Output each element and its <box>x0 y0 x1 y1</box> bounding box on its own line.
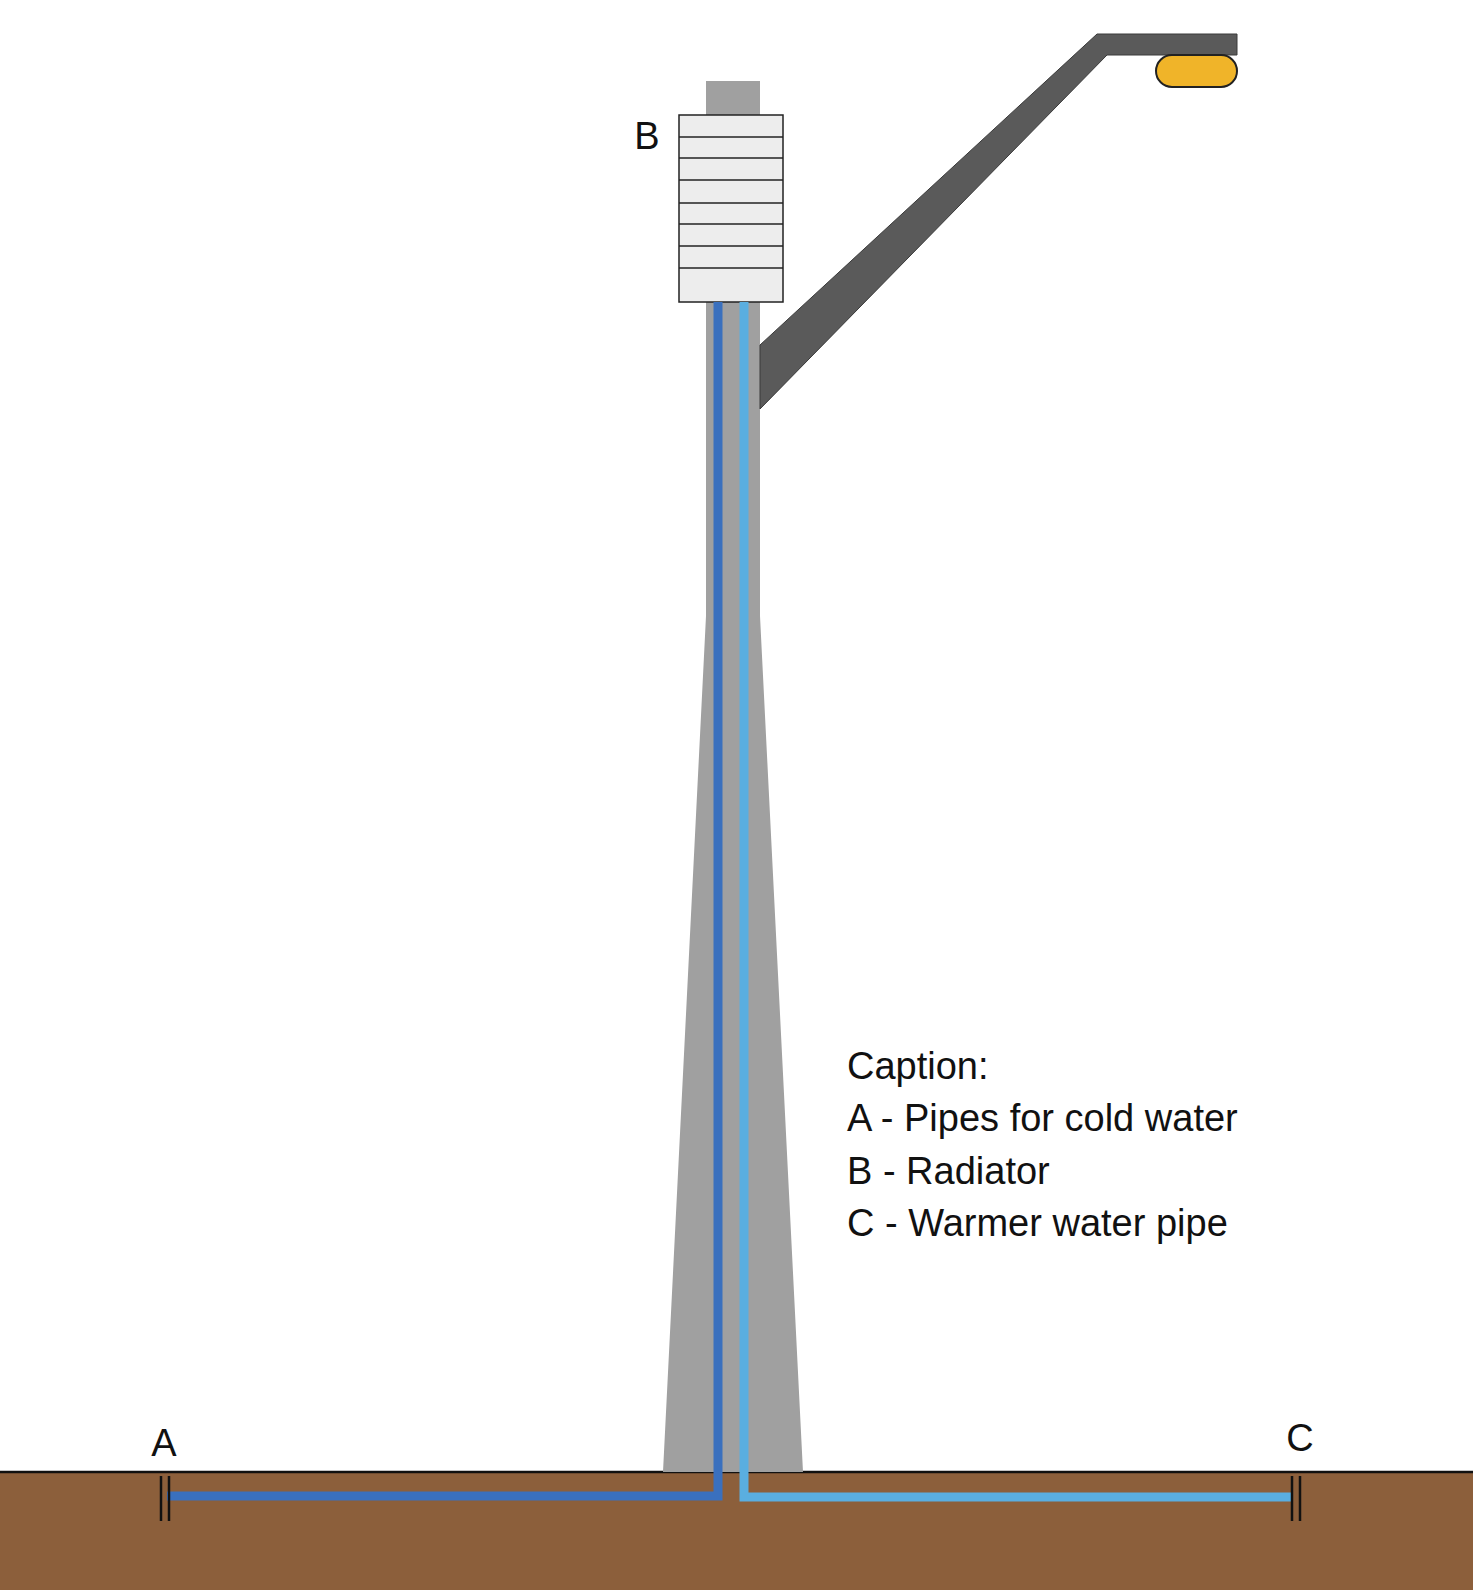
lamp-arm <box>760 34 1237 409</box>
pipe-end-marks <box>161 1476 1300 1521</box>
caption-line: C - Warmer water pipe <box>847 1202 1228 1246</box>
radiator <box>679 115 783 302</box>
caption-line: A - Pipes for cold water <box>847 1097 1238 1141</box>
ground <box>0 1472 1473 1590</box>
lamp-pole <box>663 81 803 1472</box>
lamp-light <box>1156 55 1237 87</box>
warm-water-pipe <box>744 302 1293 1497</box>
callout-letter: A <box>151 1422 176 1466</box>
callout-letter: C <box>1286 1417 1313 1461</box>
callout-letter: B <box>634 115 659 159</box>
caption-heading: Caption: <box>847 1045 989 1089</box>
cold-water-pipe <box>167 302 718 1496</box>
caption-line: B - Radiator <box>847 1150 1050 1194</box>
